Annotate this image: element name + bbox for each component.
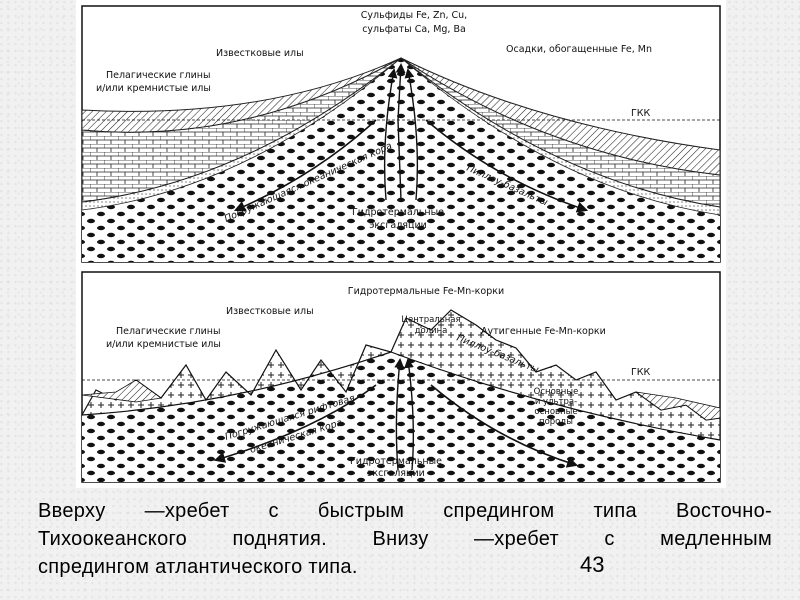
bottom-hydrothermal-label-1: Гидротермальные [350, 456, 442, 467]
bottom-rugged-relief [80, 309, 721, 441]
top-gkk-label: ГКК [631, 108, 651, 119]
bottom-hydro-arrow-2 [404, 358, 415, 471]
caption-line-1: Вверху —хребет с быстрым спредингом типа… [38, 500, 772, 522]
top-pelagic-label-1: Пелагические глины [106, 70, 210, 81]
bottom-basic-rocks-4: породы [539, 417, 573, 427]
bottom-pelagic-pocket-1 [81, 379, 163, 403]
slide-caption: Вверху —хребет с быстрым спредингом типа… [38, 497, 772, 581]
bottom-calcareous-label: Известковые илы [226, 306, 314, 317]
top-sulfates-label: сульфаты Ca, Mg, Ba [362, 24, 466, 35]
bottom-central-valley-1: Центральная [401, 315, 460, 325]
bottom-right-spread-arrow [430, 384, 579, 468]
bottom-diagram: Гидротермальные Fe-Mn-корки Известковые … [80, 271, 721, 483]
bottom-pelagic-label-2: и/или кремнистые илы [106, 339, 221, 350]
top-pelagic-clays [81, 57, 721, 176]
top-hydrothermal-label-1: Гидротермальные [352, 207, 444, 218]
top-fe-mn-sediments-label: Осадки, обогащенные Fe, Mn [506, 44, 652, 55]
bottom-basic-rocks-1: Основные [534, 387, 579, 397]
top-sulfides-label: Сульфиды Fe, Zn, Cu, [361, 10, 467, 21]
bottom-pelagic-pocket-2 [635, 391, 721, 421]
bottom-fe-mn-crusts-label: Гидротермальные Fe-Mn-корки [348, 286, 504, 297]
page-number: 43 [580, 552, 605, 577]
top-hydro-arrow-2 [383, 68, 398, 201]
top-hydro-arrow-3 [404, 68, 419, 201]
top-diagram: Сульфиды Fe, Zn, Cu, сульфаты Ca, Mg, Ba… [81, 5, 721, 263]
ridge-figure: Сульфиды Fe, Zn, Cu, сульфаты Ca, Mg, Ba… [76, 0, 726, 488]
top-left-spread-arrow [233, 119, 377, 212]
bottom-left-spread-arrow [213, 384, 377, 463]
bottom-authigenic-label: Аутигенные Fe-Mn-корки [481, 326, 606, 337]
bottom-pelagic-label-1: Пелагические глины [116, 326, 220, 337]
bottom-central-valley-2: долина [415, 326, 448, 336]
ridge-diagrams-svg: Сульфиды Fe, Zn, Cu, сульфаты Ca, Mg, Ba… [80, 5, 721, 483]
top-right-spread-arrow [425, 119, 589, 213]
top-pelagic-label-2: и/или кремнистые илы [96, 83, 211, 94]
top-calcareous-label: Известковые илы [216, 48, 304, 59]
bottom-oceanic-crust [82, 352, 720, 482]
caption-line-2: Тихоокеанского поднятия. Внизу —хребет с… [38, 528, 772, 550]
bottom-hydro-arrow-1 [394, 358, 405, 471]
bottom-basic-rocks-3: основные [534, 407, 577, 417]
top-hydrothermal-label-2: эксгаляции [369, 220, 427, 231]
bottom-basic-rocks-2: и ультра- [535, 397, 577, 407]
caption-line-3: спредингом атлантического типа. [38, 556, 358, 578]
bottom-gkk-label: ГКК [631, 367, 651, 378]
top-hydro-arrow-1 [395, 63, 406, 201]
bottom-hydrothermal-label-2: эксгаляции [367, 468, 425, 479]
